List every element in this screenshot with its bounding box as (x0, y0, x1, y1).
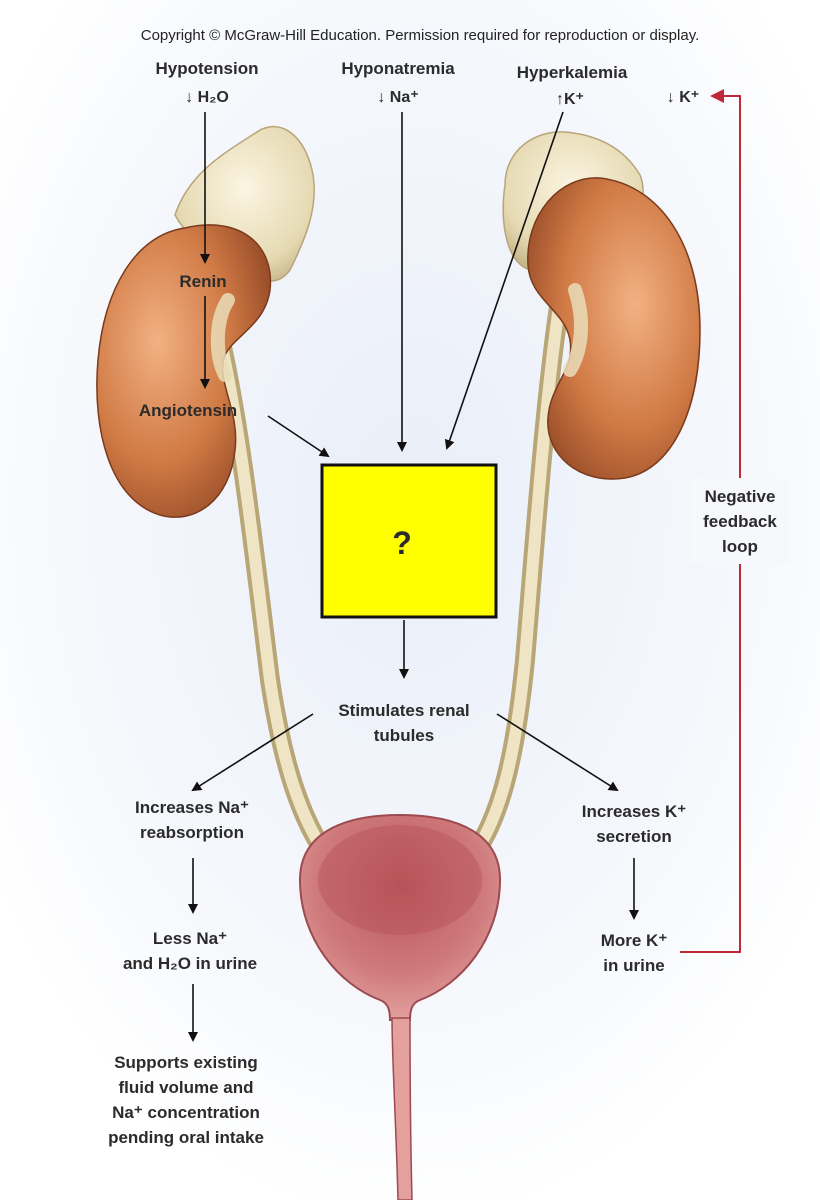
k-secretion-line-1: Increases K⁺ (582, 802, 686, 821)
hypotension-label: Hypotension (156, 59, 259, 78)
more-k-line-1: More K⁺ (601, 931, 668, 950)
high-k-label: ↑K⁺ (556, 91, 584, 108)
urethra (391, 1017, 413, 1200)
supports-line-1: Supports existing (114, 1053, 258, 1072)
low-h2o-label: ↓ H₂O (185, 89, 229, 106)
hyperkalemia-label: Hyperkalemia (517, 63, 628, 82)
feedback-label-line-3: loop (722, 537, 758, 556)
arrow-k-to-box (444, 111, 564, 450)
supports-line-4: pending oral intake (108, 1128, 264, 1147)
right-kidney (527, 177, 701, 480)
arrow-angiotensin-to-box (267, 415, 330, 458)
na-reabsorption-line-1: Increases Na⁺ (135, 798, 249, 817)
hyponatremia-label: Hyponatremia (341, 59, 455, 78)
more-k-line-2: in urine (603, 956, 664, 975)
arrow-to-k-secretion (496, 713, 619, 792)
feedback-label-line-2: feedback (703, 512, 777, 531)
stimulates-label-line-2: tubules (374, 726, 434, 745)
unknown-hormone-label: ? (392, 525, 412, 561)
supports-line-2: fluid volume and (118, 1078, 253, 1097)
arrow-to-na-reabsorption (191, 713, 314, 792)
k-secretion-line-2: secretion (596, 827, 672, 846)
urinary-bladder (298, 813, 502, 1021)
low-k-label: ↓ K⁺ (667, 89, 699, 106)
copyright-notice: Copyright © McGraw-Hill Education. Permi… (141, 27, 700, 44)
less-na-line-1: Less Na⁺ (153, 929, 227, 948)
unknown-hormone-box (320, 463, 498, 619)
less-na-line-2: and H₂O in urine (123, 954, 257, 973)
angiotensin-label: Angiotensin (139, 401, 237, 420)
flow-arrows (188, 111, 639, 1042)
renin-label: Renin (179, 272, 226, 291)
supports-line-3: Na⁺ concentration (112, 1103, 260, 1122)
feedback-label-line-1: Negative (705, 487, 776, 506)
anatomy-illustration (96, 125, 701, 1200)
low-na-label: ↓ Na⁺ (377, 89, 418, 106)
stimulates-label-line-1: Stimulates renal (338, 701, 469, 720)
na-reabsorption-line-2: reabsorption (140, 823, 244, 842)
feedback-label-backdrop (690, 478, 790, 564)
